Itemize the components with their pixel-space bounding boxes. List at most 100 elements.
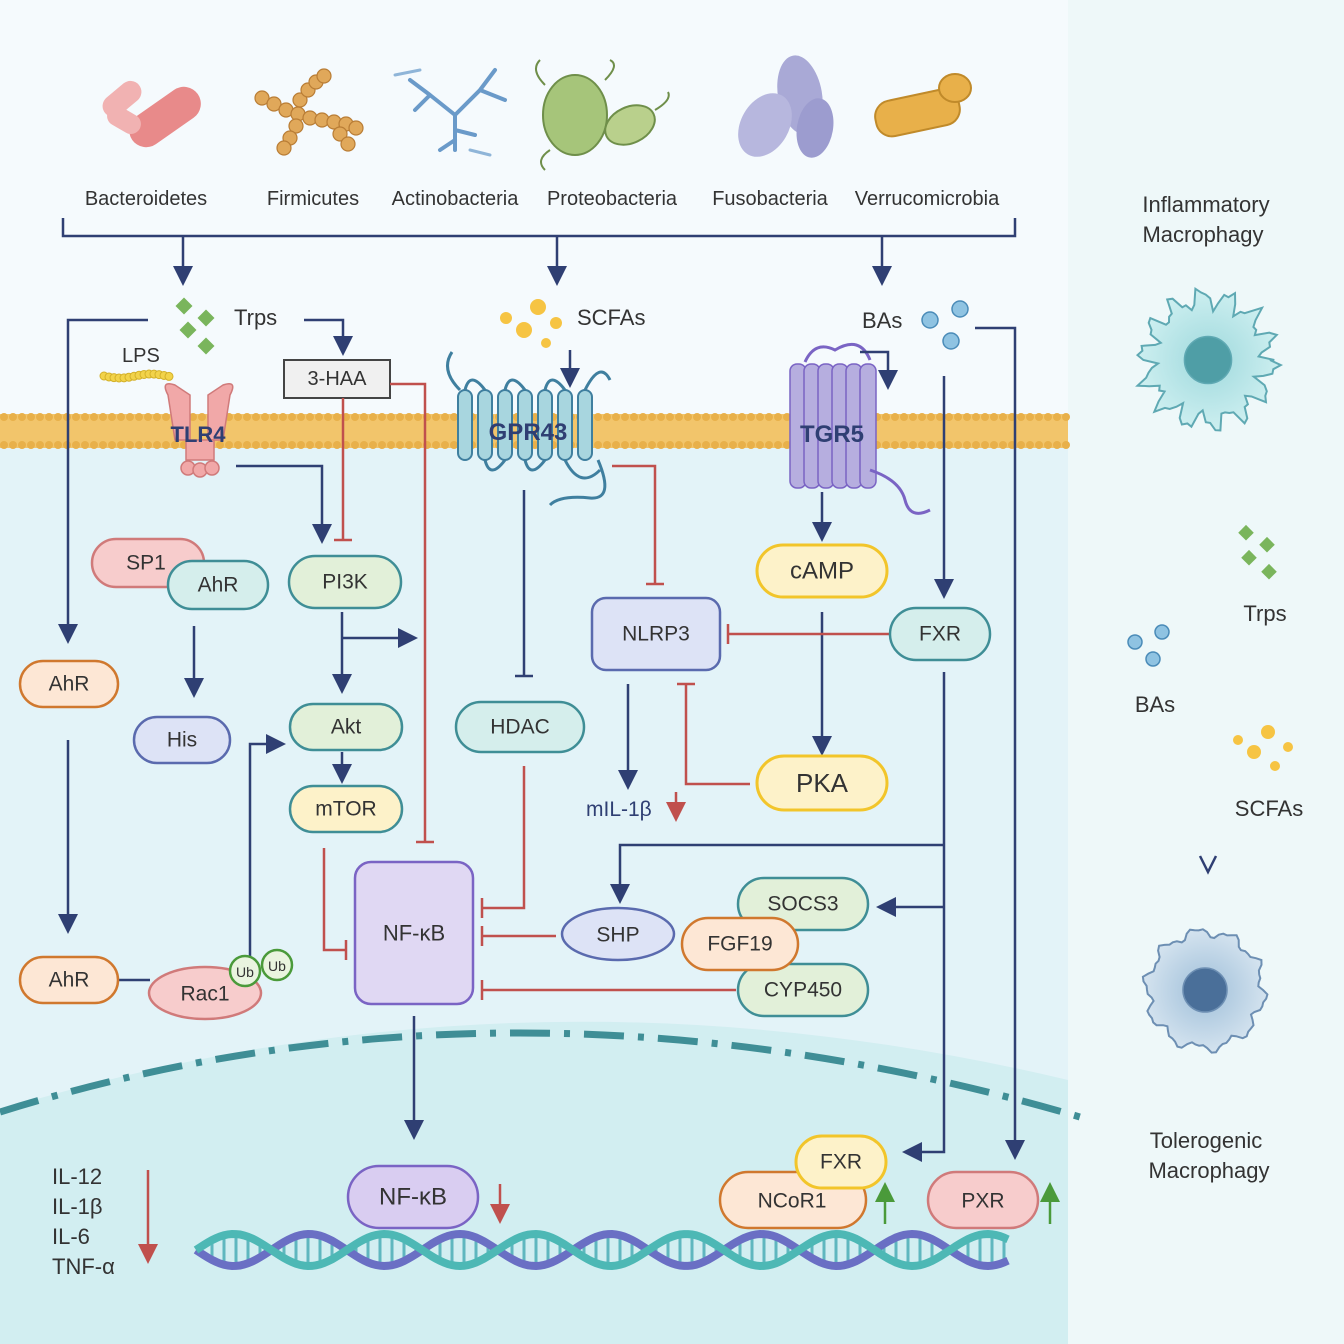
tlr4-label: TLR4 [171, 422, 227, 447]
fusobacteria-icon [738, 55, 834, 158]
bacteria-bracket [61, 218, 1017, 238]
bacteria-label-fusobacteria: Fusobacteria [712, 188, 828, 210]
mtor-label: mTOR [315, 798, 376, 821]
ub-label-1: Ub [236, 964, 254, 980]
bacteria-label-proteobacteria: Proteobacteria [547, 188, 678, 210]
cyp450-label: CYP450 [764, 979, 842, 1002]
bacteria-label-firmicutes: Firmicutes [267, 188, 359, 210]
sidebar-trps-label: Trps [1243, 601, 1286, 626]
nfkb-nuclear-label: NF-κB [379, 1184, 447, 1211]
cyp450-node [736, 962, 870, 1018]
bacteria-label-actinobacteria: Actinobacteria [392, 188, 520, 210]
akt-node [288, 702, 404, 752]
his-node [132, 715, 232, 765]
pxr-node [926, 1170, 1040, 1230]
fxr-nuclear-node [794, 1134, 888, 1190]
fxr-label: FXR [919, 623, 961, 646]
bacteria-label-bacteroidetes: Bacteroidetes [85, 188, 207, 210]
sidebar-tolerogenic-line2: Macrophagy [1148, 1158, 1269, 1183]
ub-badge-2 [260, 948, 294, 982]
sidebar-trps-particles [1238, 524, 1277, 580]
pi3k-label: PI3K [322, 571, 368, 594]
nlrp3-node [590, 596, 722, 672]
bacteria-label-verrucomicrobia: Verrucomicrobia [855, 188, 1000, 210]
hdac-label: HDAC [490, 716, 550, 739]
shp-label: SHP [596, 924, 639, 947]
ahr-cyto-node [18, 659, 120, 709]
inflammatory-macrophage-icon [1135, 287, 1284, 432]
fgf19-label: FGF19 [707, 933, 772, 956]
nfkb-node [353, 860, 475, 1006]
camp-node [755, 543, 889, 599]
ahr-lower-label: AhR [49, 969, 90, 992]
bacteroidetes-icon [102, 80, 201, 148]
ub-badge-1 [228, 954, 262, 988]
tgr5-label: TGR5 [800, 421, 864, 448]
camp-label: cAMP [790, 558, 854, 585]
ub-label-2: Ub [268, 958, 286, 974]
inhibition-arrows [322, 382, 890, 1000]
ahr-complex-node [166, 559, 270, 611]
fgf19-node [680, 916, 800, 972]
proteobacteria-icon [535, 59, 670, 171]
trps-particles [175, 297, 215, 355]
tgr5-receptor [789, 342, 931, 515]
cytokine-il12: IL-12 [52, 1164, 102, 1189]
nfkb-label: NF-κB [383, 921, 445, 946]
extracellular-background [0, 0, 1068, 420]
fxr-nuclear-label: FXR [820, 1151, 862, 1174]
sidebar-tolerogenic-line1: Tolerogenic [1150, 1128, 1263, 1153]
rac1-label: Rac1 [180, 983, 229, 1006]
dna-helix [193, 1229, 1010, 1271]
lps-chain [99, 369, 174, 383]
bas-label: BAs [862, 308, 902, 333]
haa-label: 3-HAA [308, 368, 368, 390]
ncor1-label: NCoR1 [758, 1190, 827, 1213]
ahr-complex-label: AhR [198, 574, 239, 597]
lps-label: LPS [122, 345, 160, 367]
nuclear-envelope [0, 1029, 1091, 1124]
sp1-label: SP1 [126, 552, 166, 575]
sidebar-scfas-particles [1233, 725, 1293, 771]
fxr-node [888, 606, 992, 662]
gpr43-label: GPR43 [489, 419, 568, 446]
cytokine-tnfa: TNF-α [52, 1254, 115, 1279]
shp-node [560, 906, 676, 962]
sidebar-bas-label: BAs [1135, 692, 1175, 717]
his-label: His [167, 729, 197, 752]
scfas-particles [500, 299, 562, 348]
sidebar-bas-particles [1127, 624, 1170, 667]
gpr43-receptor [446, 351, 612, 507]
socs3-label: SOCS3 [767, 893, 838, 916]
scfas-label: SCFAs [577, 305, 645, 330]
pka-label: PKA [796, 768, 849, 798]
nfkb-nuclear-node [346, 1164, 480, 1230]
pxr-label: PXR [961, 1190, 1004, 1213]
bas-particles [921, 300, 969, 350]
gpr43-hdac-inhibition [515, 490, 533, 678]
tlr4-receptor [164, 383, 234, 478]
mil1b-label: mIL-1β [586, 798, 652, 821]
ahr-lower-node [18, 955, 120, 1005]
akt-label: Akt [331, 716, 362, 739]
hdac-node [454, 700, 586, 754]
cytokine-il1b: IL-1β [52, 1194, 103, 1219]
trps-label: Trps [234, 305, 277, 330]
pi3k-node [287, 554, 403, 610]
firmicutes-icon [254, 68, 364, 156]
haa-box [283, 359, 391, 399]
nlrp3-label: NLRP3 [622, 623, 690, 646]
membrane-heads [0, 413, 1070, 449]
ahr-cyto-label: AhR [49, 673, 90, 696]
mtor-node [288, 784, 404, 834]
sidebar-scfas-label: SCFAs [1235, 796, 1303, 821]
tolerogenic-macrophage-icon [1141, 928, 1269, 1054]
nucleus-background [0, 1021, 1068, 1344]
sidebar-background [1068, 0, 1344, 1344]
sidebar-transition-arrowhead [1198, 855, 1218, 875]
sidebar-inflammatory-line1: Inflammatory [1142, 192, 1269, 217]
cytokine-il6: IL-6 [52, 1224, 90, 1249]
actinobacteria-icon [393, 68, 507, 157]
activation-arrows [58, 318, 1025, 1162]
